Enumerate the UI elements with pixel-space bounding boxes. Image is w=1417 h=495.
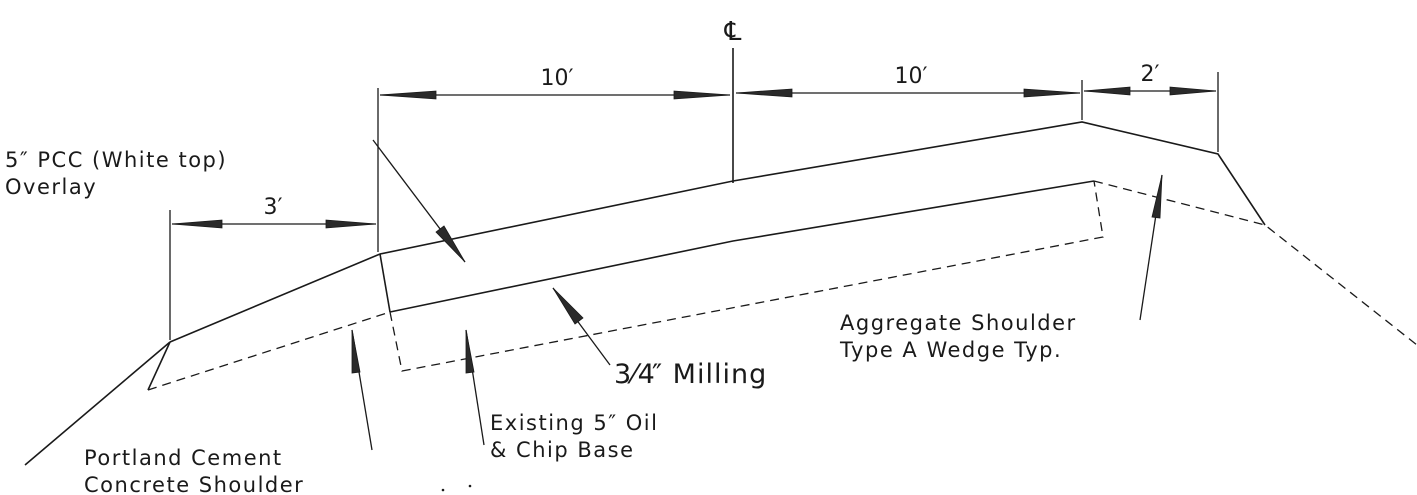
arrowhead (379, 90, 437, 100)
label-existing-line2: & Chip Base (490, 438, 635, 462)
label-pcc-shoulder-line1: Portland Cement (84, 446, 283, 470)
left-foreslope (24, 341, 171, 466)
aggregate-wedge-dashed (1093, 180, 1417, 346)
arrowhead (1083, 86, 1131, 96)
label-overlay-line2: Overlay (5, 175, 97, 199)
arrowhead (351, 329, 361, 374)
label-aggregate-line1: Aggregate Shoulder (840, 311, 1077, 335)
overlay-bottom-line (389, 180, 1095, 313)
arrowhead (435, 225, 466, 263)
label-pcc-shoulder-line2: Concrete Shoulder (84, 473, 304, 495)
arrowhead (673, 90, 731, 100)
label-aggregate-line2: Type A Wedge Typ. (839, 338, 1062, 362)
speck (441, 488, 445, 492)
existing-base-dashed (389, 180, 1104, 372)
arrowhead (465, 329, 475, 374)
label-overlay-line1: 5″ PCC (White top) (5, 148, 227, 172)
label-milling-fraction: 3⁄4 (614, 359, 656, 390)
dim-shoulder-left: 3′ (264, 195, 283, 220)
dim-lane-right: 10′ (895, 64, 928, 89)
label-existing-line1: Existing 5″ Oil (490, 411, 658, 435)
overlay-left-edge (379, 253, 391, 313)
pavement-top-surface (169, 121, 1266, 343)
arrowhead (1023, 88, 1081, 98)
centerline-symbol: ℄ (724, 17, 742, 47)
dim-shoulder-right: 2′ (1141, 62, 1160, 87)
arrowhead (171, 219, 223, 229)
left-shoulder-edge (147, 341, 171, 391)
arrowhead (1169, 86, 1217, 96)
label-milling-text: ″ Milling (652, 359, 767, 390)
arrowhead (735, 88, 793, 98)
arrowhead (325, 219, 377, 229)
arrowhead (552, 287, 584, 325)
arrowhead (1151, 174, 1163, 219)
pcc-shoulder-bottom-dashed (147, 311, 391, 391)
speck (468, 484, 472, 488)
dim-lane-left: 10′ (541, 66, 574, 91)
